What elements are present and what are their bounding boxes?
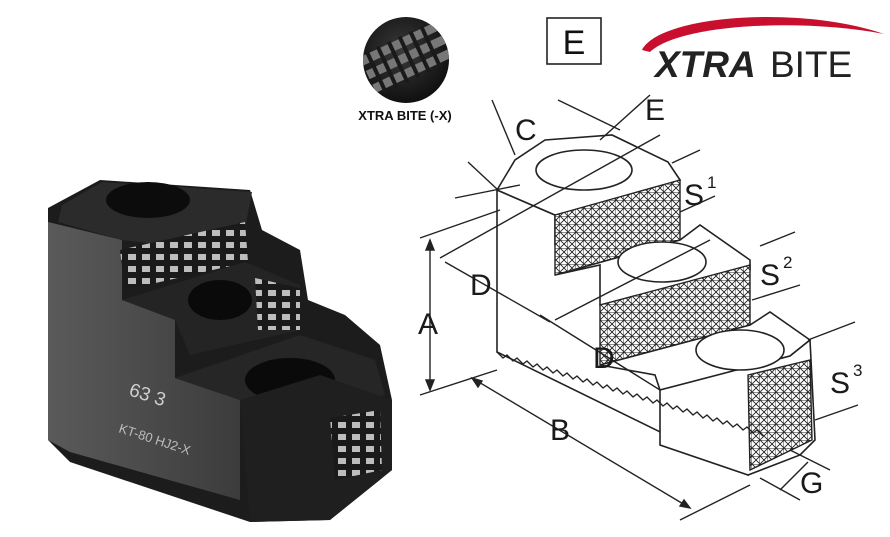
- drawing-hole-3: [695, 329, 785, 371]
- dim-label-c: C: [515, 114, 537, 147]
- drawing-hole-2: [617, 241, 707, 283]
- dim-label-s1: S: [684, 179, 704, 212]
- dim-label-a: A: [418, 308, 438, 341]
- jaw-teeth-top: [120, 222, 248, 290]
- bolt-hole-top: [106, 182, 190, 218]
- dim-label-s3-sup: 3: [853, 361, 862, 380]
- logo-word-bite: BITE: [770, 44, 852, 85]
- dimension-lines: [419, 94, 859, 521]
- dim-label-d1: D: [470, 269, 492, 302]
- dim-label-e: E: [645, 94, 665, 127]
- variant-badge-letter: E: [563, 24, 586, 62]
- inset-caption: XTRA BITE (-X): [358, 108, 451, 123]
- dim-label-s2: S: [760, 259, 780, 292]
- dim-label-b: B: [550, 414, 570, 447]
- xtra-bite-inset: XTRA BITE (-X): [358, 17, 452, 123]
- logo-swoosh: [642, 17, 884, 52]
- dim-label-g: G: [800, 467, 823, 500]
- dim-label-s3: S: [830, 367, 850, 400]
- xtra-bite-logo: XTRA BITE: [642, 17, 884, 85]
- jaw-photo: 63 3 KT-80 HJ2-X: [48, 180, 392, 522]
- drawing-serrations: [496, 351, 764, 437]
- jaw-teeth-end: [330, 410, 382, 480]
- dim-label-s2-sup: 2: [783, 253, 792, 272]
- jaw-teeth-middle: [255, 278, 300, 330]
- logo-word-xtra: XTRA: [653, 44, 756, 85]
- technical-drawing: A B C D D E G S 1 S 2 S 3: [418, 94, 862, 521]
- variant-badge: E: [546, 17, 602, 65]
- dim-label-d2: D: [593, 342, 615, 375]
- drawing-hole-1: [535, 149, 633, 191]
- dim-label-s1-sup: 1: [707, 173, 716, 192]
- drawing-teeth-3: [747, 359, 813, 472]
